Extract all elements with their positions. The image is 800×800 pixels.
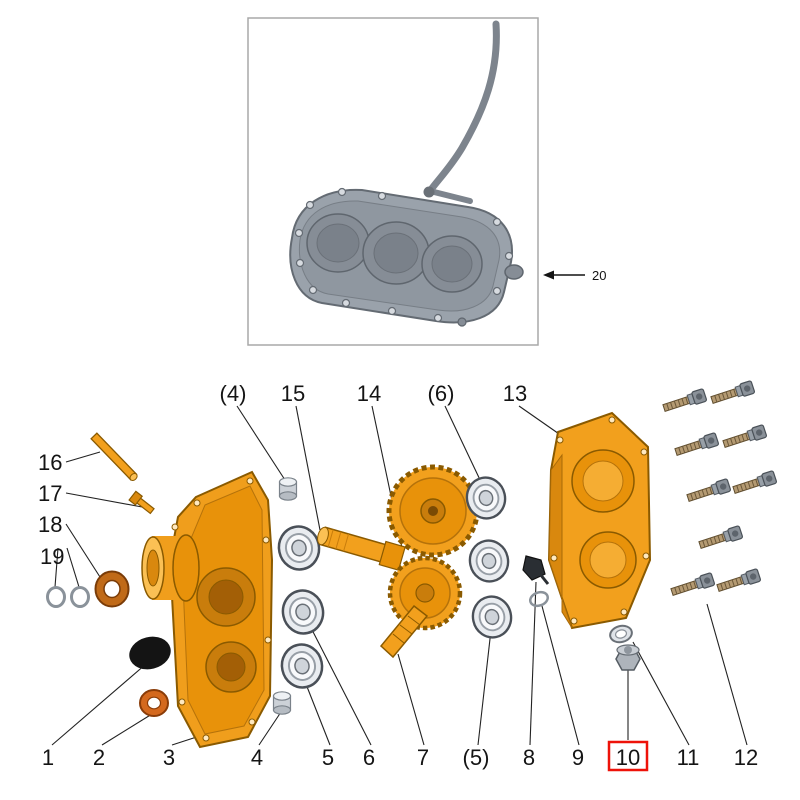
part-seal-washer bbox=[94, 570, 130, 608]
leader-line bbox=[397, 653, 425, 746]
housing-bolt-holes bbox=[171, 477, 272, 742]
housing-bell-drum bbox=[141, 534, 200, 602]
leader-line bbox=[444, 405, 483, 485]
leader-line bbox=[529, 581, 537, 746]
part-label: 12 bbox=[734, 745, 758, 770]
part-bushing-lower bbox=[272, 691, 292, 715]
highlighted-part-label-10: 10 bbox=[607, 740, 649, 772]
leader-line bbox=[541, 605, 580, 746]
leader-line bbox=[295, 405, 321, 531]
top-labels: (4) 15 14 (6) 13 bbox=[220, 381, 528, 406]
leader-line bbox=[65, 451, 101, 463]
part-label: 14 bbox=[357, 381, 381, 406]
part-label: 10 bbox=[616, 745, 640, 770]
leader-line bbox=[307, 621, 372, 746]
part-label: 6 bbox=[363, 745, 375, 770]
part-label: 11 bbox=[677, 745, 700, 770]
bolt bbox=[697, 524, 744, 552]
part-label: 17 bbox=[38, 481, 62, 506]
bolt bbox=[685, 477, 732, 505]
leader-line bbox=[632, 641, 690, 746]
part-label: 13 bbox=[503, 381, 527, 406]
part-washer bbox=[609, 624, 633, 644]
bolt bbox=[661, 387, 708, 415]
part-label: 2 bbox=[93, 745, 105, 770]
bolt bbox=[731, 469, 778, 497]
part-side-cover bbox=[547, 411, 652, 630]
part-snap-rings bbox=[46, 586, 90, 608]
leader-line bbox=[66, 547, 80, 588]
part-label: 15 bbox=[281, 381, 305, 406]
part-switch-sensor bbox=[522, 555, 550, 585]
left-labels: 16 17 18 19 bbox=[38, 450, 64, 569]
leader-lines bbox=[51, 405, 748, 746]
inset-panel: 20 bbox=[247, 17, 606, 346]
highlight-box bbox=[607, 740, 649, 772]
leader-line bbox=[101, 713, 153, 746]
part-label: (5) bbox=[463, 745, 490, 770]
part-bushing-upper bbox=[278, 477, 298, 501]
shift-handle bbox=[423, 20, 500, 204]
part-bearing bbox=[273, 521, 325, 575]
bolt bbox=[715, 567, 762, 595]
leader-line bbox=[54, 547, 59, 588]
leader-line bbox=[258, 711, 282, 746]
leader-line bbox=[51, 663, 147, 746]
bolt bbox=[721, 423, 768, 451]
leader-line bbox=[65, 492, 143, 508]
part-label-20: 20 bbox=[592, 268, 606, 283]
cover-bolt-holes bbox=[550, 416, 650, 625]
part-bearing bbox=[467, 591, 517, 643]
part-label: 18 bbox=[38, 512, 62, 537]
part-label: 4 bbox=[251, 745, 263, 770]
part-label: (4) bbox=[220, 381, 247, 406]
part-small-fitting bbox=[128, 490, 155, 515]
part-rubber-ring bbox=[129, 636, 171, 670]
leader-line bbox=[477, 629, 492, 746]
bolt bbox=[709, 379, 756, 407]
part-gearbox-housing bbox=[141, 470, 274, 749]
leader-line bbox=[706, 603, 748, 746]
part-gear-shaft-assembly bbox=[317, 464, 480, 659]
part-bearing bbox=[277, 585, 329, 639]
part-label: (6) bbox=[428, 381, 455, 406]
bolt bbox=[669, 571, 716, 599]
splined-shaft-end bbox=[379, 604, 429, 659]
part-bearing bbox=[276, 639, 328, 693]
arrow-head-icon bbox=[543, 270, 554, 280]
part-label: 19 bbox=[40, 544, 64, 569]
part-bolt-set bbox=[661, 379, 778, 599]
part-small-oring bbox=[529, 590, 549, 608]
part-label: 5 bbox=[322, 745, 334, 770]
leader-line bbox=[236, 405, 286, 481]
callout-20: 20 bbox=[543, 268, 606, 283]
bottom-labels: 1 2 3 4 5 6 7 (5) 8 9 10 11 12 bbox=[42, 740, 758, 772]
part-label: 8 bbox=[523, 745, 535, 770]
part-dowel-pin bbox=[90, 432, 138, 482]
part-oil-seal bbox=[139, 689, 169, 717]
leader-line bbox=[65, 523, 101, 578]
part-label: 9 bbox=[572, 745, 584, 770]
leader-line bbox=[518, 405, 563, 437]
part-label: 1 bbox=[42, 745, 54, 770]
part-label: 16 bbox=[38, 450, 62, 475]
part-bearing bbox=[464, 535, 514, 587]
gearbox-cover-assembly bbox=[289, 187, 524, 327]
flange-holes bbox=[294, 187, 514, 323]
part-label: 3 bbox=[163, 745, 175, 770]
part-label: 7 bbox=[417, 745, 429, 770]
bolt bbox=[673, 431, 720, 459]
part-breather-plug bbox=[615, 644, 641, 671]
